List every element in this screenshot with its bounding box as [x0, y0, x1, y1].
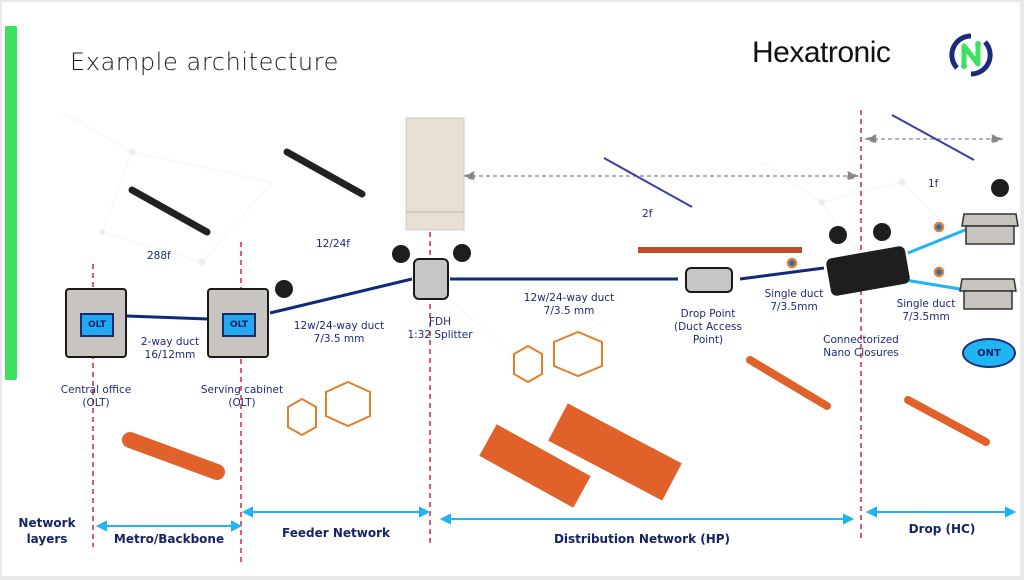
splice-marker-icon [275, 280, 293, 298]
cable-12-24f-image [283, 148, 366, 198]
cable-12-24f-label: 12/24f [316, 238, 350, 250]
single-duct-image-1 [746, 356, 831, 410]
layer-metro-backbone: Metro/Backbone [113, 532, 225, 546]
page-title: Example architecture [70, 48, 339, 76]
drop-point-icon [685, 267, 733, 293]
splice-marker-icon [873, 223, 891, 241]
cable-288f-image [128, 186, 211, 236]
network-layers-heading: Network layers [18, 516, 76, 546]
network-background [61, 111, 963, 363]
feeder-duct-line [269, 277, 413, 315]
olt-screen: OLT [222, 313, 256, 337]
layer-feeder: Feeder Network [282, 526, 390, 540]
splice-marker-icon [453, 244, 471, 262]
hexatronic-logo: Hexatronic [752, 36, 891, 69]
single-duct-in-label: Single duct 7/3.5mm [764, 288, 824, 314]
olt-screen: OLT [80, 313, 114, 337]
ont-badge: ONT [962, 338, 1016, 368]
central-office-label: Central office (OLT) [60, 384, 132, 410]
cross-section-24way [553, 330, 603, 378]
splice-marker-icon [829, 226, 847, 244]
street-cabinet-image [405, 117, 465, 231]
drop-line-house-2 [898, 277, 967, 292]
cable-1f-image [891, 114, 975, 161]
single-duct-out-label: Single duct 7/3.5mm [896, 298, 956, 324]
drop-line-house-1 [907, 226, 971, 255]
distribution-duct-label: 12w/24-way duct 7/3.5 mm [523, 292, 615, 318]
nano-closure-icon [826, 246, 910, 296]
cable-288f-label: 288f [147, 250, 171, 262]
cross-section-12way [513, 344, 543, 384]
fdh-splitter-icon [413, 258, 449, 300]
drop-point-label: Drop Point (Duct Access Point) [673, 308, 742, 347]
duct-24way-image [548, 403, 682, 501]
backbone-duct-label: 2-way duct 16/12mm [140, 336, 200, 362]
single-duct-image-2 [904, 396, 990, 446]
serving-cabinet-label: Serving cabinet (OLT) [200, 384, 284, 410]
cable-2f-image [603, 157, 693, 208]
feeder-duct-label: 12w/24-way duct 7/3.5 mm [293, 320, 385, 346]
single-duct-line [739, 266, 825, 281]
splice-marker-icon [392, 245, 410, 263]
layer-distribution: Distribution Network (HP) [553, 532, 731, 546]
n-circle-logo-icon [949, 33, 993, 77]
house-icon-2 [959, 278, 1017, 310]
duct-12way-image [479, 424, 591, 508]
house-icon-1 [961, 213, 1019, 245]
backbone-duct-line [125, 314, 209, 321]
cable-1f-label: 1f [928, 178, 939, 190]
fdh-label: FDH 1:32 Splitter [407, 316, 473, 342]
duct-2way-image [122, 432, 225, 480]
cross-section-24way [325, 380, 371, 428]
nano-closures-label: Connectorized Nano Closures [823, 334, 899, 360]
splice-markers [275, 179, 1009, 298]
cable-2f-label: 2f [642, 208, 653, 220]
cross-section-12way [287, 397, 317, 437]
layer-drop: Drop (HC) [908, 522, 976, 536]
splice-marker-icon [991, 179, 1009, 197]
accent-bar [5, 26, 17, 380]
